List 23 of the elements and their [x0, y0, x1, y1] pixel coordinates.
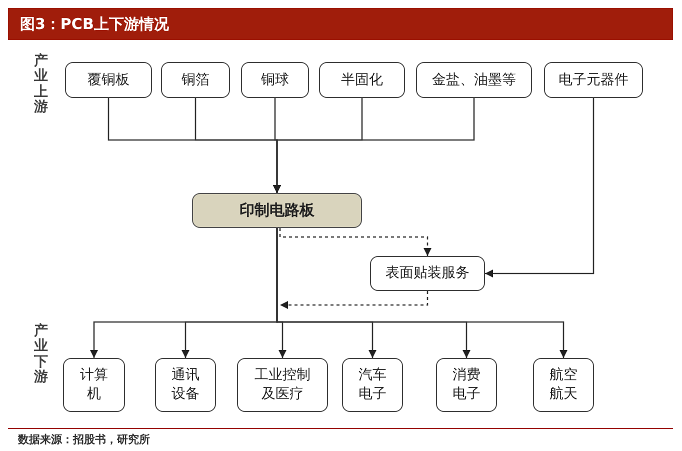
side-label: 产业上游 [34, 54, 48, 116]
process-box: 航空航天 [533, 358, 594, 412]
dashed-arrow [280, 291, 428, 309]
process-box: 铜球 [241, 62, 309, 98]
process-box: 铜箔 [161, 62, 230, 98]
process-box: 表面贴装服务 [370, 256, 485, 291]
process-box: 汽车电子 [342, 358, 403, 412]
process-box: 电子元器件 [544, 62, 643, 98]
arrow [485, 98, 594, 278]
process-box: 覆铜板 [65, 62, 152, 98]
pcb-box: 印制电路板 [192, 193, 362, 228]
process-box: 半固化 [319, 62, 405, 98]
process-box: 金盐、油墨等 [416, 62, 532, 98]
title-banner: 图3：PCB上下游情况 [8, 8, 673, 40]
arrow [273, 98, 475, 193]
arrow [276, 228, 568, 358]
side-label: 产业下游 [34, 324, 48, 386]
process-box: 通讯设备 [155, 358, 216, 412]
dashed-arrow [279, 228, 432, 256]
process-box: 工业控制及医疗 [237, 358, 328, 412]
source-note: 数据来源：招股书，研究所 [18, 432, 150, 448]
process-box: 计算机 [63, 358, 125, 412]
process-box: 消费电子 [436, 358, 497, 412]
